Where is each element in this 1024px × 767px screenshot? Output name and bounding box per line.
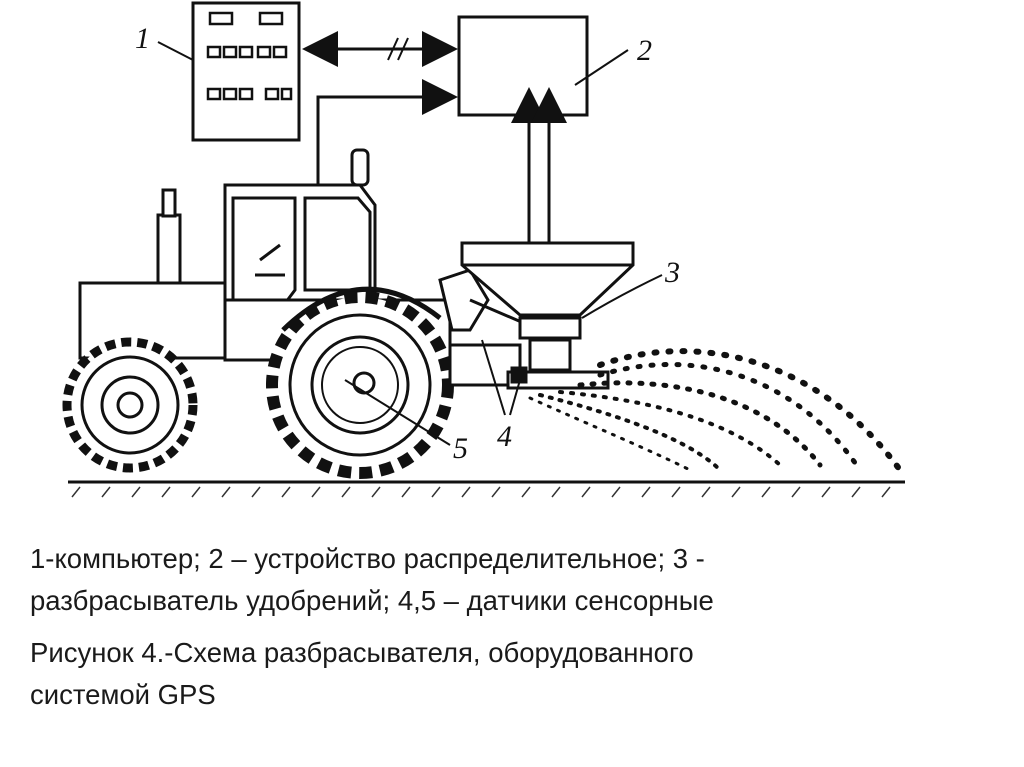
figure-title-line-1: Рисунок 4.-Схема разбрасывателя, оборудо… xyxy=(30,637,694,668)
callout-2: 2 xyxy=(637,34,652,67)
callout-5: 5 xyxy=(453,432,468,465)
figure-caption: 1-компьютер; 2 – устройство распределите… xyxy=(30,538,1010,726)
legend-line-1: 1-компьютер; 2 – устройство распределите… xyxy=(30,543,705,574)
callout-1: 1 xyxy=(135,22,150,55)
legend-line-2: разбрасыватель удобрений; 4,5 – датчики … xyxy=(30,585,714,616)
ground xyxy=(68,480,905,498)
callout-3: 3 xyxy=(664,256,680,289)
three-point-hitch xyxy=(438,268,541,387)
spread-pattern xyxy=(528,348,903,473)
computer-unit xyxy=(191,1,301,142)
callout-4: 4 xyxy=(497,420,512,453)
legend-text: 1-компьютер; 2 – устройство распределите… xyxy=(30,538,1010,622)
figure-title: Рисунок 4.-Схема разбрасывателя, оборудо… xyxy=(30,632,1010,716)
callout-leaders xyxy=(157,41,663,446)
distribution-device xyxy=(457,15,589,117)
rear-wheel xyxy=(266,291,454,479)
spreader-gps-diagram: 1 2 3 4 5 xyxy=(62,1,905,498)
figure-title-line-2: системой GPS xyxy=(30,679,216,710)
front-wheel xyxy=(62,337,198,473)
